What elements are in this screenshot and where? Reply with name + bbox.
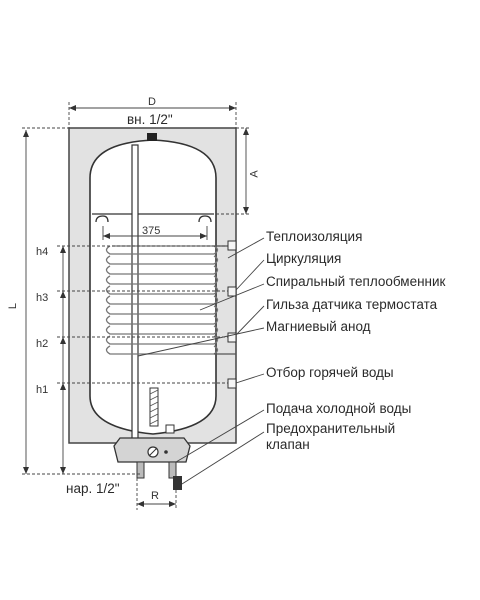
top-fitting [147,133,157,141]
dim-r: R [151,490,159,502]
label-magnesium-anode: Магниевый анод [266,319,371,334]
inlet-pipe-left [136,461,145,479]
leader-lines [137,237,265,485]
dim-h4: h4 [36,246,49,258]
label-spiral-exchanger: Спиральный теплообменник [266,274,446,289]
side-nozzles [227,240,237,389]
label-circulation: Циркуляция [266,251,342,266]
small-fitting [165,424,175,434]
dim-d: D [148,96,156,108]
dim-outer-thread: нар. 1/2" [66,481,120,496]
dim-l: L [7,302,20,310]
label-hot-water-outlet: Отбор горячей воды [266,365,394,380]
dimension-arrows [23,105,249,507]
label-cold-water-inlet: Подача холодной воды [266,401,412,416]
dim-h2: h2 [36,338,49,350]
dimension-lines [22,102,250,510]
coil-hook-right [198,215,212,223]
flange-bolt-small [164,450,168,454]
safety-valve [173,476,182,490]
sensor-hatch [149,389,159,425]
label-safety-valve-line2: клапан [266,437,310,452]
label-insulation: Теплоизоляция [266,229,363,244]
dim-inner-thread: вн. 1/2" [127,112,173,127]
dim-h3: h3 [36,292,49,304]
dim-a: A [248,170,261,178]
center-rod [131,144,139,446]
dim-h1: h1 [36,384,49,396]
label-safety-valve-line1: Предохранительный [266,421,396,436]
dim-375: 375 [142,225,161,237]
label-thermostat-sleeve: Гильза датчика термостата [266,297,438,312]
coil-hook-left [95,215,109,223]
coil-right-bends [213,245,219,355]
sensor-sleeve [149,387,159,427]
spiral-coil [105,245,214,355]
inlet-pipe-right [168,461,177,479]
